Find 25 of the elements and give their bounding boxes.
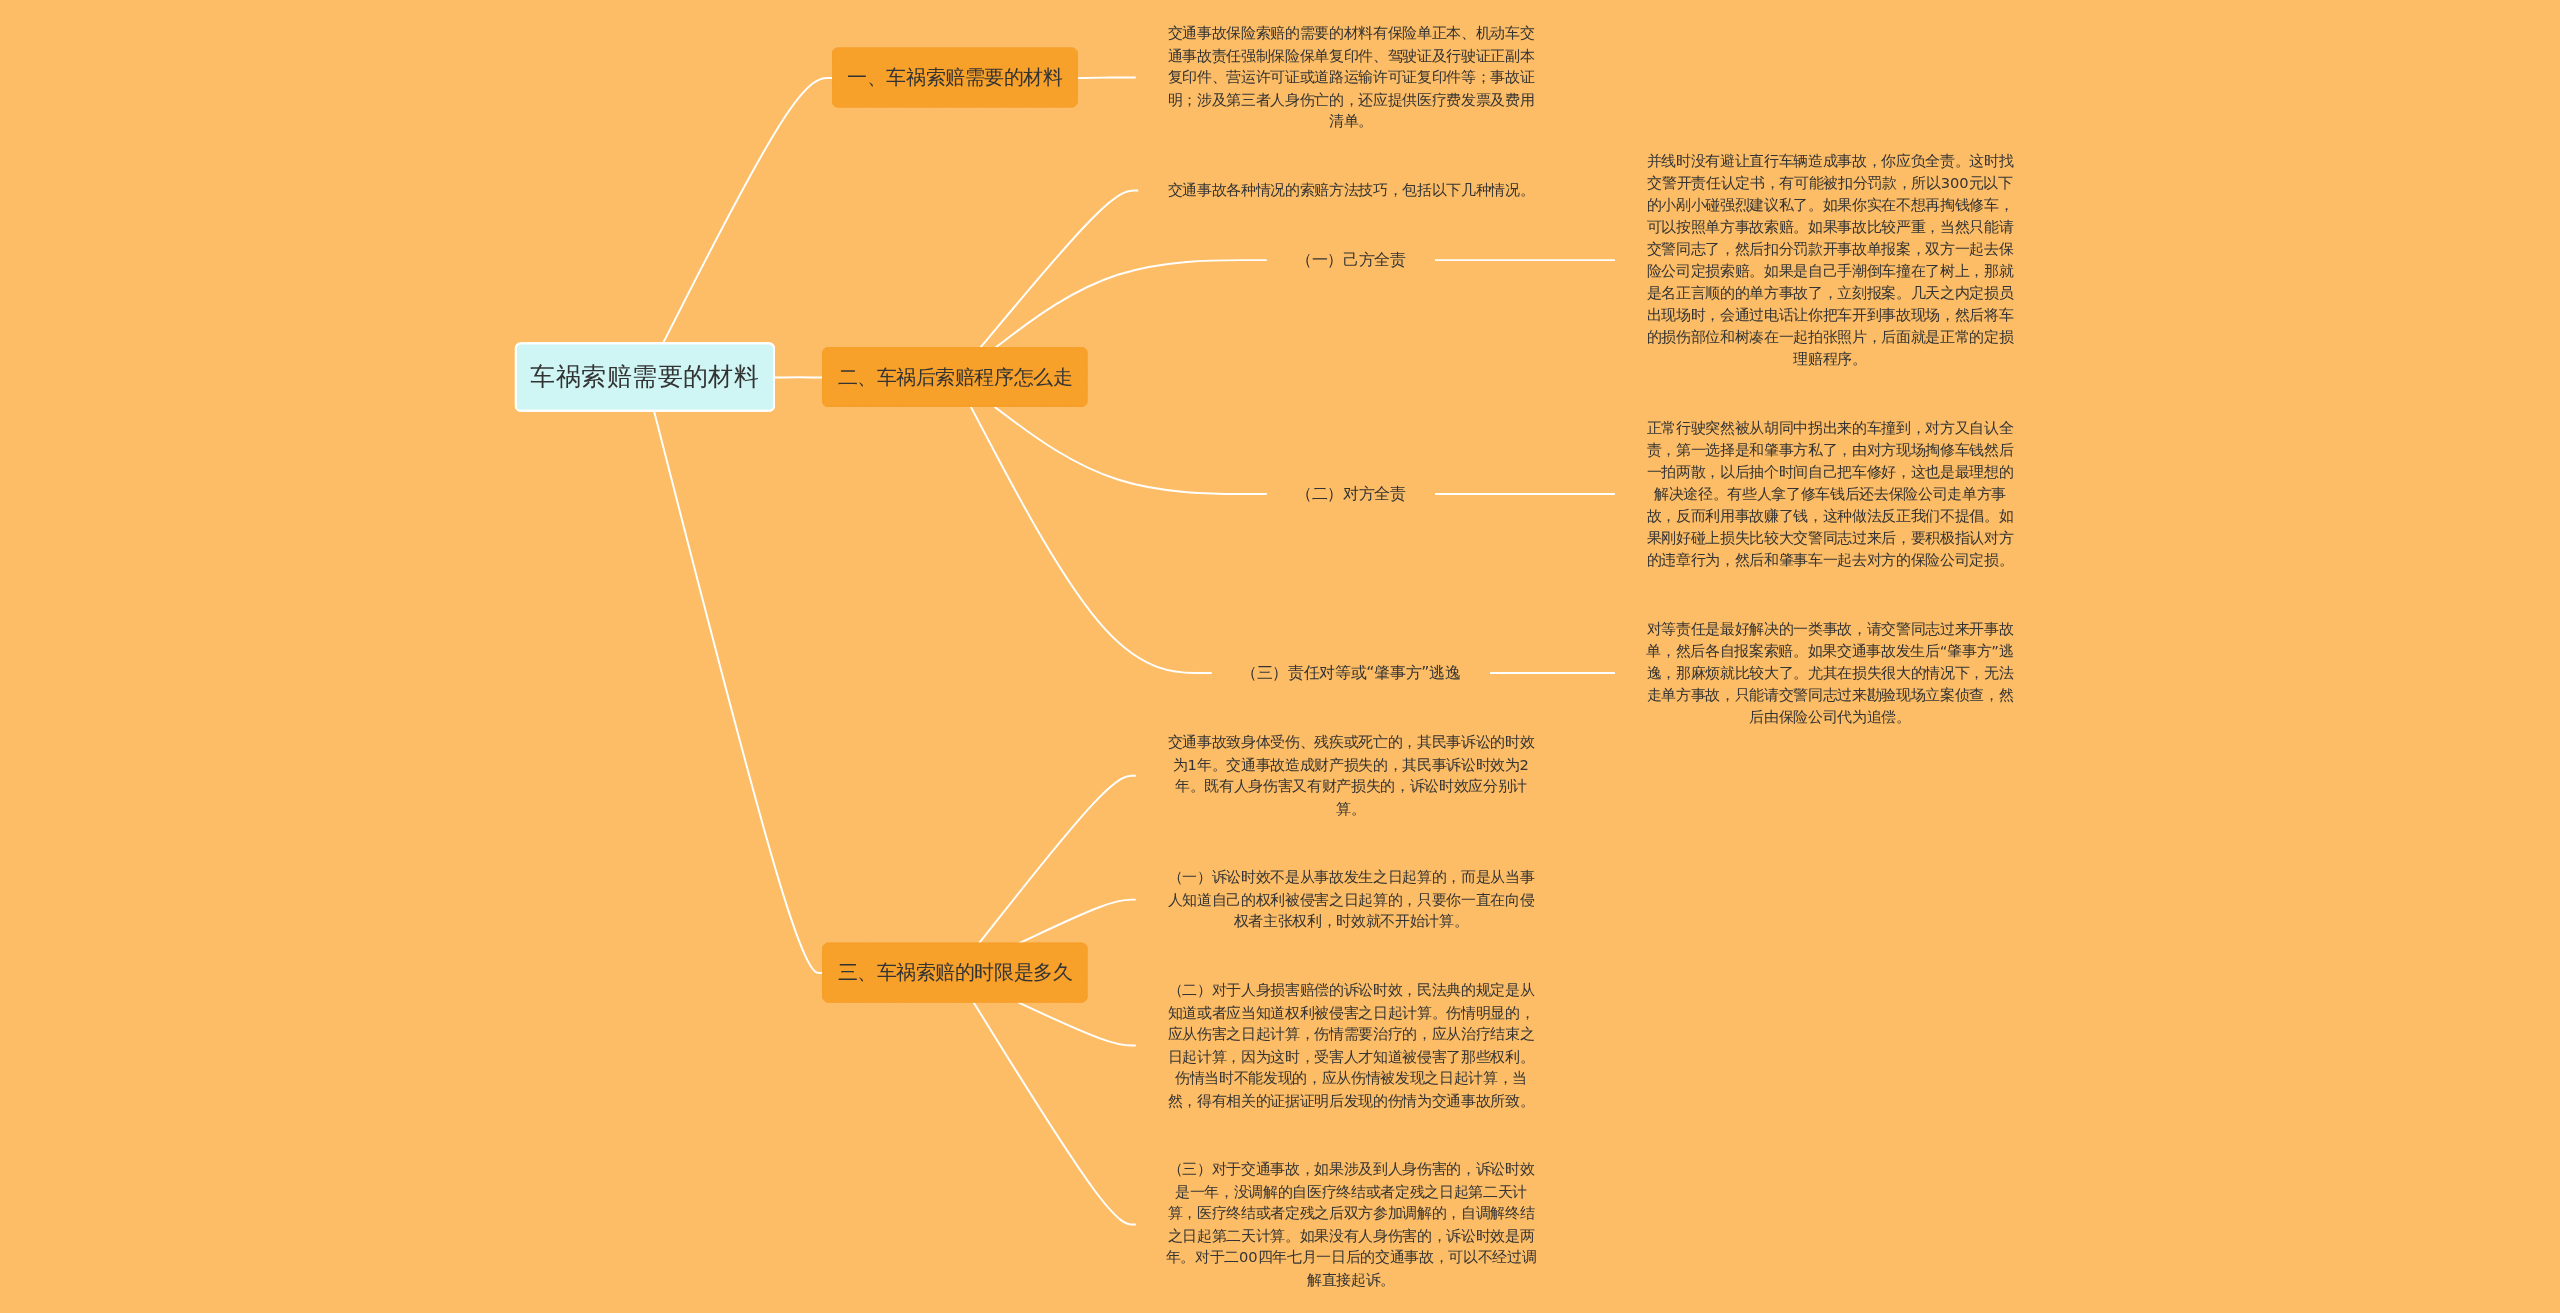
node-text: 交通事故致身体受伤、残疾或死亡的，其民事诉讼的时效为1年。交通事故造成财产损失的，其民事诉讼时效为2年。既有人身伤害又有财产损失的，诉讼时效应分别计算。 [1167,733,1534,818]
connector [972,1001,1137,1226]
node-text: 交通事故各种情况的索赔方法技巧，包括以下几种情况。 [1167,181,1534,199]
node-text: （三）对于交通事故，如果涉及到人身伤害的，诉讼时效是一年，没调解的自医疗终结或者定残之日起第二天计算，医疗终结或者定残之后双方参加调解的，自调解终结之日起第二天计算。如果没有人身伤害的，诉讼时效是两年。对于二00四年七月一日后的交通事故，可以不经过调解直接起诉。 [1165,1160,1536,1289]
node-text: （二）对于人身损害赔偿的诉讼时效，民法典的规定是从知道或者应当知道权利被侵害之日起计算。伤情明显的，应从伤害之日起计算，伤情需要治疗的，应从治疗结束之日起计算，因为这时，受害人才知道被侵害了那些权利。伤情当时不能发现的，应从伤情被发现之日起计算，当然，得有相关的证据证明后发现的伤情为交通事故所致。 [1167,981,1534,1110]
connector [661,76,834,345]
connector [1016,1001,1137,1047]
node-text: 对等责任是最好解决的一类事故，请交警同志过来开事故单，然后各自报案索赔。如果交通事故发生后“肇事方”逃逸，那麻烦就比较大了。尤其在损失很大的情况下，无法走单方事故，只能请交警同志过来勘验现场立案侦查，然后由保险公司代为追偿。 [1645,619,2014,726]
connector [1433,493,1616,496]
connector [1016,898,1137,945]
connector [1076,76,1137,79]
node-text: （一）诉讼时效不是从事故发生之日起算的，而是从当事人知道自己的权利被侵害之日起算的，只要你一直在向侵权者主张权利，时效就不开始计算。 [1167,868,1534,931]
connector [993,405,1268,496]
connector [1433,259,1616,262]
connector [977,774,1137,945]
connector [773,376,824,379]
node-text: （一）己方全责 [1295,250,1406,269]
connector [1488,672,1616,674]
connector [652,410,824,975]
node-text: 交通事故保险索赔的需要的材料有保险单正本、机动车交通事故责任强制保险保单复印件、驾驶证及行驶证正副本复印件、营运许可证或道路运输许可证复印件等；事故证明；涉及第三者人身伤亡的，还应提供医疗费发票及费用清单。 [1167,24,1534,131]
connector [969,405,1213,674]
node-text: 并线时没有避让直行车辆造成事故，你应负全责。这时找交警开责任认定书，有可能被扣分罚款，所以300元以下的小剐小碰强烈建议私了。如果你实在不想再掏钱修车，可以按照单方事故索赔。如果事故比较严重，当然只能请交警同志了，然后扣分罚款开事故单报案，双方一起去保险公司定损索赔。如果是自己手潮倒车撞在了树上，那就是名正言顺的的单方事故了，立刻报案。几天之内定损员出现场时，会通过电话让你把车开到事故现场，然后将车的损伤部位和树凑在一起拍张照片，后面就是正常的定损理赔程序。 [1646,152,2013,368]
node-text: 正常行驶突然被从胡同中拐出来的车撞到，对方又自认全责，第一选择是和肇事方私了，由对方现场掏修车钱然后一拍两散，以后抽个时间自己把车修好，这也是最理想的解决途径。有些人拿了修车钱后还去保险公司走单方事故，反而利用事故赚了钱，这种做法反正我们不提倡。如果刚好碰上损失比较大交警同志过来后，要积极指认对方的违章行为，然后和肇事车一起去对方的保险公司定损。 [1646,419,2013,569]
node-text: （三）责任对等或“肇事方”逃逸 [1240,663,1461,682]
node-text: （二）对方全责 [1295,484,1406,503]
